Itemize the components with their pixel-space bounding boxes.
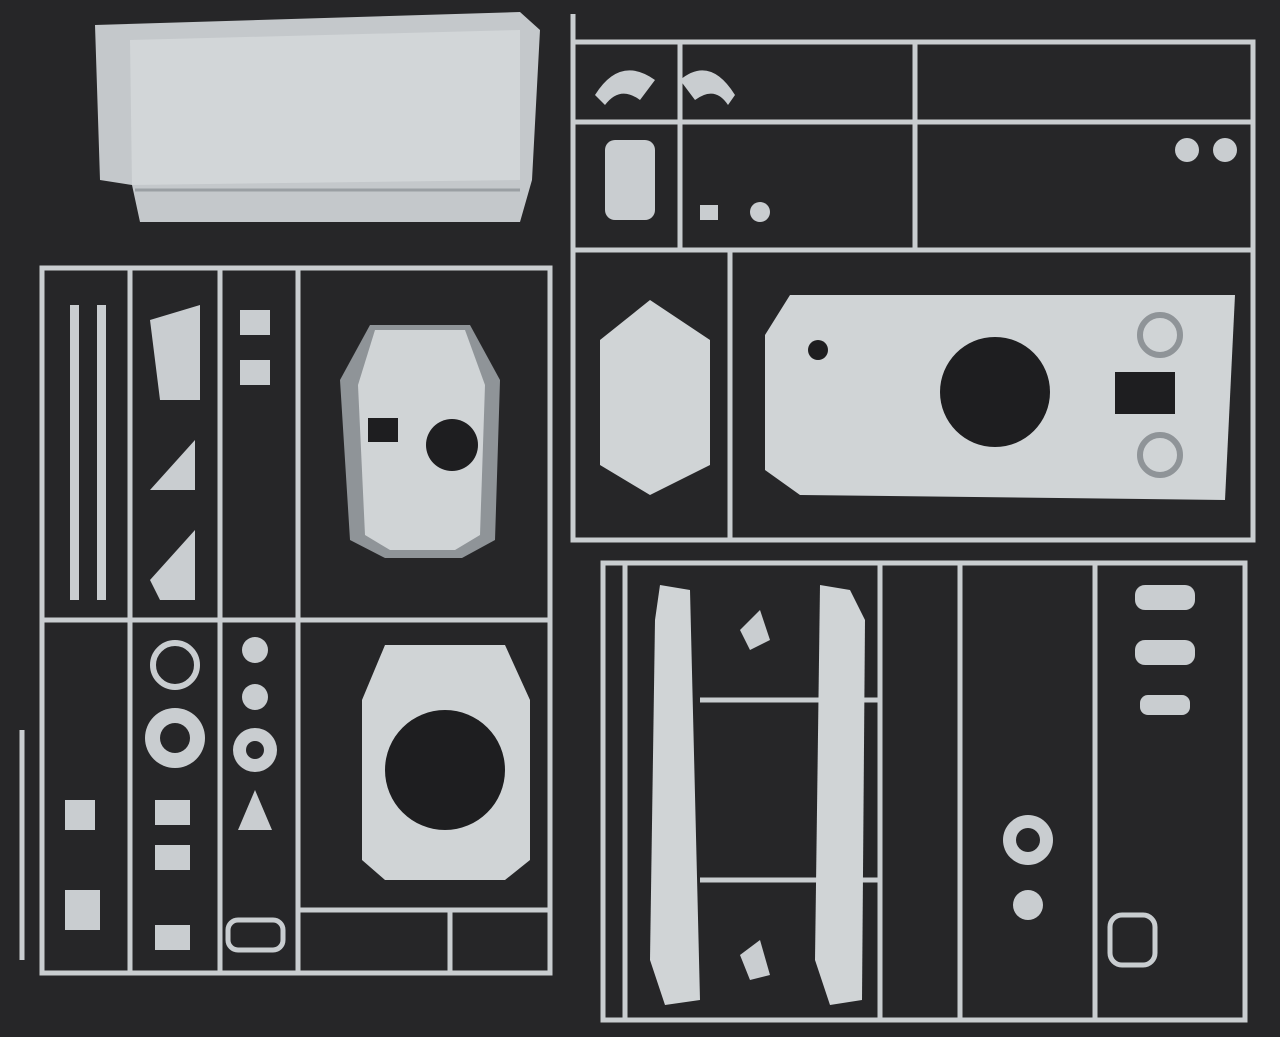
hull-top-deck [765,295,1235,500]
turret-ring-plate [362,645,530,880]
left-sprue [19,265,553,976]
gun-barrels [70,305,106,600]
track-guards [650,585,865,1005]
small-parts-left [65,305,286,953]
bottom-right-sprue [600,560,1248,1023]
small-parts-bottom-right [740,585,1195,980]
turret-top [340,325,500,558]
front-plate [600,300,710,495]
top-right-sprue [570,14,1256,543]
hull-bottom-plate [95,12,540,222]
small-parts-top-right [595,70,1237,222]
